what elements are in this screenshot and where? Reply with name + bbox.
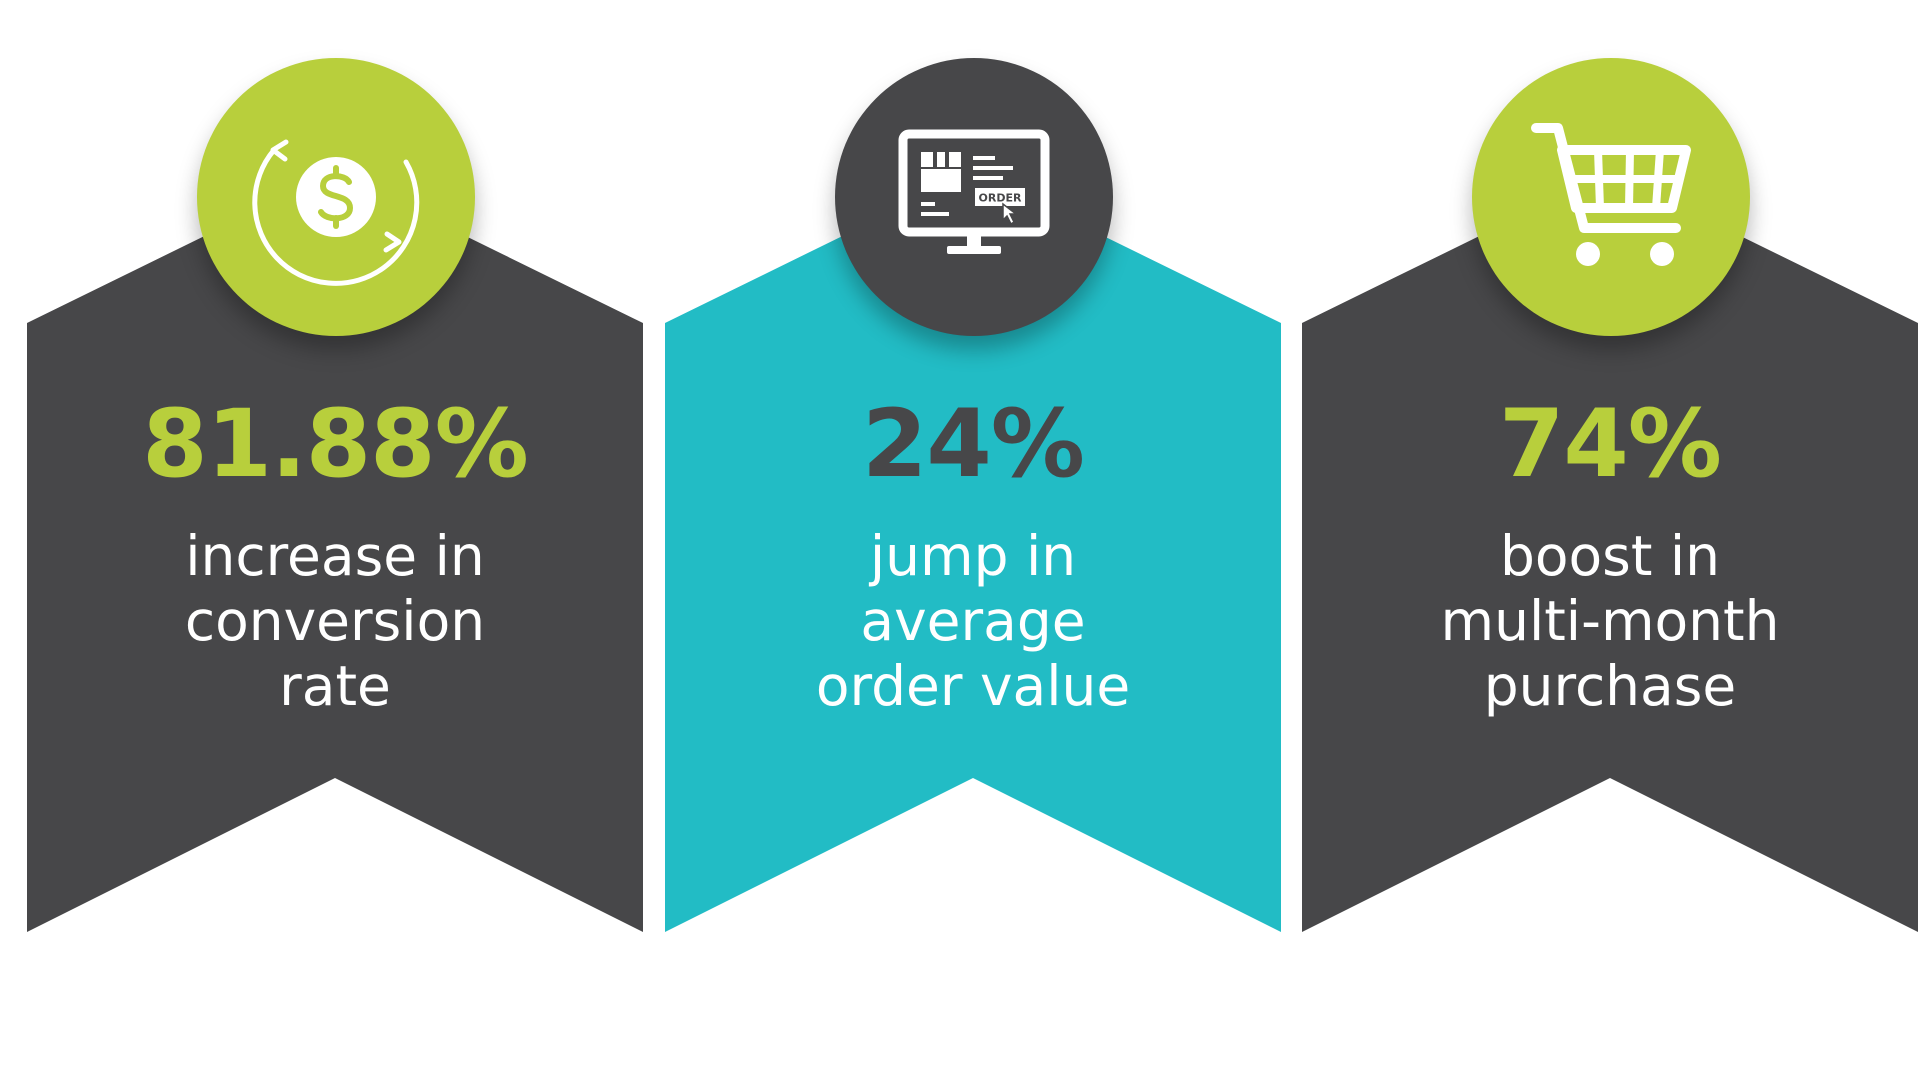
description-line: jump in xyxy=(869,524,1077,588)
description-line: average xyxy=(860,589,1086,653)
multi-month-badge xyxy=(1472,58,1750,336)
order-value-badge: ORDER xyxy=(835,58,1113,336)
stat-card-conversion: 81.88% increase in conversion rate xyxy=(27,0,643,1080)
description-line: purchase xyxy=(1483,654,1737,718)
stat-value: 81.88% xyxy=(142,390,529,499)
description-line: increase in xyxy=(185,524,485,588)
description-line: multi-month xyxy=(1440,589,1780,653)
description-line: conversion xyxy=(184,589,486,653)
stat-description: increase in conversion rate xyxy=(27,524,643,719)
stat-description: jump in average order value xyxy=(665,524,1281,719)
stat-description: boost in multi-month purchase xyxy=(1302,524,1918,719)
stat-value: 24% xyxy=(862,390,1085,499)
description-line: boost in xyxy=(1499,524,1721,588)
description-line: rate xyxy=(279,654,391,718)
card-ribbon-shape xyxy=(665,172,1281,932)
stat-card-order-value: ORDER 24% jump in average order value xyxy=(665,0,1281,1080)
description-line: order value xyxy=(815,654,1131,718)
dollar-cycle-icon xyxy=(252,139,420,286)
conversion-badge xyxy=(197,58,475,336)
order-monitor-icon: ORDER xyxy=(898,129,1050,254)
card-ribbon-shape xyxy=(27,172,643,932)
stat-card-multi-month: 74% boost in multi-month purchase xyxy=(1302,0,1918,1080)
shopping-cart-icon xyxy=(1531,123,1691,266)
stat-value: 74% xyxy=(1499,390,1722,499)
order-label: ORDER xyxy=(979,192,1022,205)
card-ribbon-shape xyxy=(1302,172,1918,932)
